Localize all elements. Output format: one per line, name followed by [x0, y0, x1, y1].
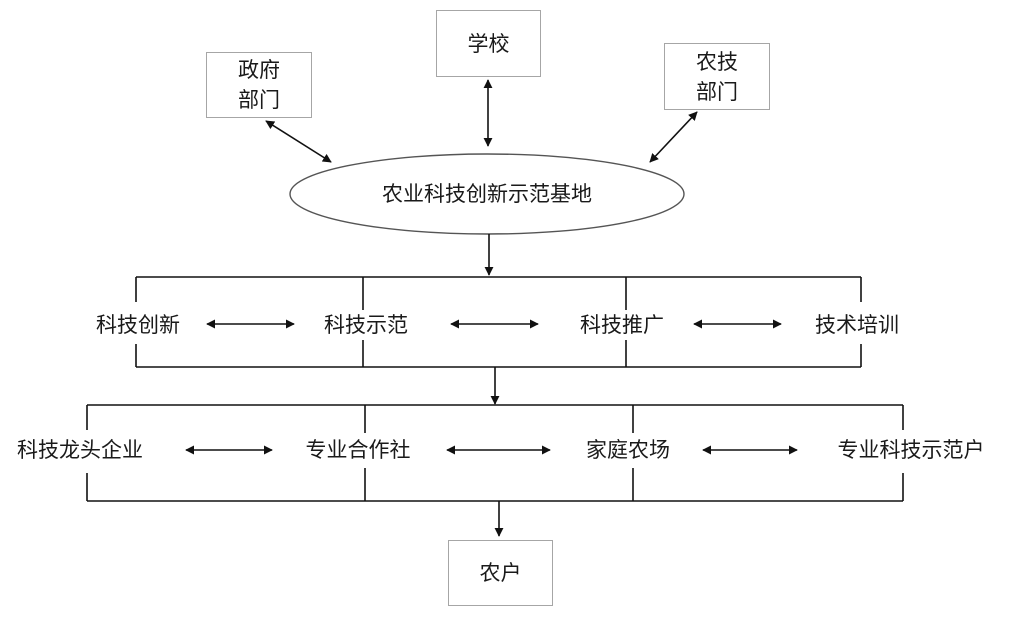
base-label: 农业科技创新示范基地 [382, 182, 592, 206]
entity-label-demo-household: 专业科技示范户 [837, 438, 985, 462]
farmers-box: 农户 [448, 540, 553, 606]
entity-label-family-farm: 家庭农场 [586, 438, 670, 462]
functions-bracket [135, 276, 862, 368]
arrow-agritech-base [649, 111, 698, 163]
function-label-extension: 科技推广 [580, 313, 664, 337]
entity-label-leading-enterprise: 科技龙头企业 [17, 438, 143, 462]
function-label-demonstration: 科技示范 [324, 313, 408, 337]
function-label-training: 技术培训 [815, 313, 899, 337]
school-box: 学校 [436, 10, 541, 77]
arrow-government-base [265, 120, 332, 163]
entities-bracket [86, 404, 904, 502]
agritech-dept-box: 农技 部门 [664, 43, 770, 110]
function-label-innovation: 科技创新 [96, 313, 180, 337]
government-dept-box: 政府 部门 [206, 52, 312, 118]
entity-label-cooperative: 专业合作社 [305, 438, 411, 462]
base-ellipse [289, 153, 685, 235]
